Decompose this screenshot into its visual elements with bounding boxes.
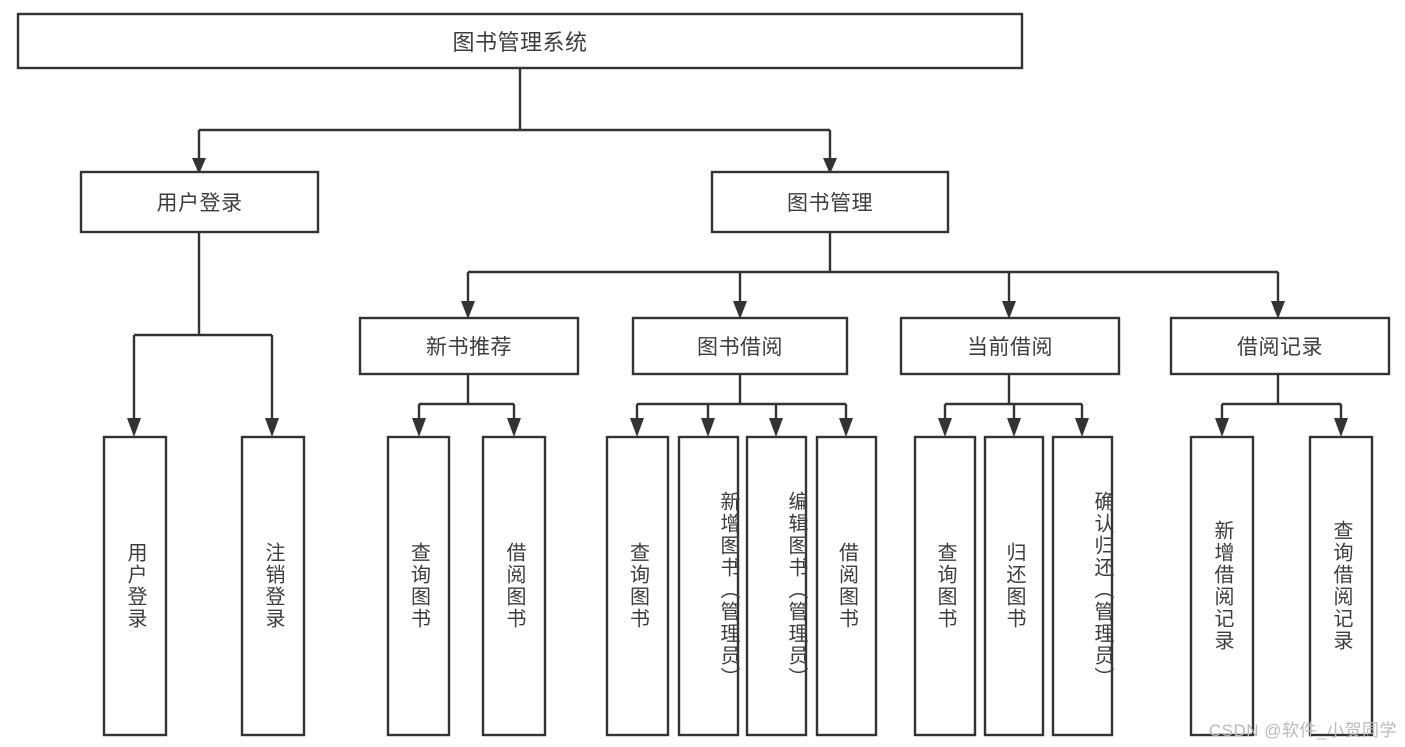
arrowhead-leaf-user-login — [127, 418, 141, 437]
arrowhead-leaf-query-borrow-record — [1334, 418, 1348, 437]
node-box-leaf-query-book-borrow[interactable] — [605, 435, 670, 737]
arrowhead-leaf-return-book — [1007, 418, 1021, 437]
arrowhead-borrow-record — [1271, 301, 1285, 319]
connector-book-borrow-to-leaves — [630, 374, 853, 437]
connector-current-borrow-to-leaves — [938, 374, 1089, 437]
connector-borrow-record-to-leaves — [1215, 374, 1348, 437]
node-box-leaf-add-borrow-record[interactable] — [1189, 435, 1255, 737]
arrowhead-leaf-query-book-rec — [412, 418, 426, 437]
node-box-root[interactable] — [16, 12, 1024, 70]
arrowhead-leaf-logout — [265, 418, 279, 437]
node-box-book-borrow[interactable] — [631, 316, 849, 376]
connector-user-login-to-leaves — [127, 232, 279, 437]
node-box-leaf-query-borrow-record[interactable] — [1308, 435, 1374, 737]
arrowhead-leaf-add-book-admin — [701, 418, 715, 437]
node-box-leaf-query-book-rec[interactable] — [386, 435, 451, 737]
node-box-leaf-confirm-return[interactable] — [1051, 435, 1114, 737]
arrowhead-new-book-recommend — [461, 301, 475, 319]
node-box-borrow-record[interactable] — [1169, 316, 1391, 376]
node-box-leaf-logout[interactable] — [240, 435, 306, 737]
arrowhead-current-borrow — [1002, 301, 1016, 319]
node-box-current-borrow[interactable] — [899, 316, 1121, 376]
node-box-leaf-query-book-current[interactable] — [913, 435, 977, 737]
arrowhead-leaf-edit-book-admin — [769, 418, 783, 437]
arrowhead-book-management — [823, 158, 837, 174]
arrowhead-leaf-add-borrow-record — [1215, 418, 1229, 437]
connector-new-book-recommend-to-leaves — [412, 374, 521, 437]
node-box-new-book-recommend[interactable] — [358, 316, 580, 376]
node-box-leaf-add-book-admin[interactable] — [677, 435, 740, 737]
node-box-leaf-borrow-book[interactable] — [815, 435, 878, 737]
arrowhead-leaf-borrow-book-rec — [507, 418, 521, 437]
node-box-book-management[interactable] — [710, 170, 950, 234]
node-box-leaf-borrow-book-rec[interactable] — [481, 435, 547, 737]
node-box-leaf-edit-book-admin[interactable] — [745, 435, 808, 737]
arrowhead-leaf-query-book-borrow — [630, 418, 644, 437]
arrowhead-leaf-query-book-current — [938, 418, 952, 437]
arrowhead-user-login — [192, 158, 206, 174]
connector-book-management-to-level2 — [461, 232, 1285, 319]
node-box-leaf-return-book[interactable] — [983, 435, 1045, 737]
connector-root-to-level1 — [192, 68, 837, 174]
arrowhead-leaf-confirm-return — [1075, 418, 1089, 437]
node-box-user-login[interactable] — [79, 170, 320, 234]
arrowhead-book-borrow — [733, 301, 747, 319]
arrowhead-leaf-borrow-book — [839, 418, 853, 437]
node-box-leaf-user-login[interactable] — [102, 435, 168, 737]
